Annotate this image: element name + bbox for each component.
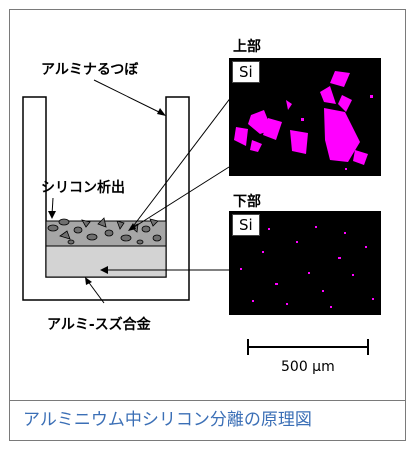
figure-frame [9, 9, 406, 441]
si-signal-top [234, 71, 373, 170]
figure-caption: アルミニウム中シリコン分離の原理図 [23, 410, 312, 430]
alumina-crucible [22, 96, 190, 301]
silicon-precipitate-label: シリコン析出 [41, 180, 125, 196]
arrowheads [48, 108, 166, 285]
leader-lines [51, 79, 242, 304]
crucible-label: アルミナるつぼ [41, 62, 139, 78]
si-signal-bottom [240, 226, 374, 308]
top-label: 上部 [233, 39, 261, 55]
si-label-top: Si [232, 61, 260, 83]
scale-bar [247, 339, 369, 355]
si-label-bottom: Si [232, 214, 260, 236]
bottom-label: 下部 [233, 194, 261, 210]
scale-label: 500 μm [281, 359, 335, 375]
alloy-label: アルミ-スズ合金 [47, 317, 151, 333]
caption-bar: アルミニウム中シリコン分離の原理図 [9, 400, 406, 441]
